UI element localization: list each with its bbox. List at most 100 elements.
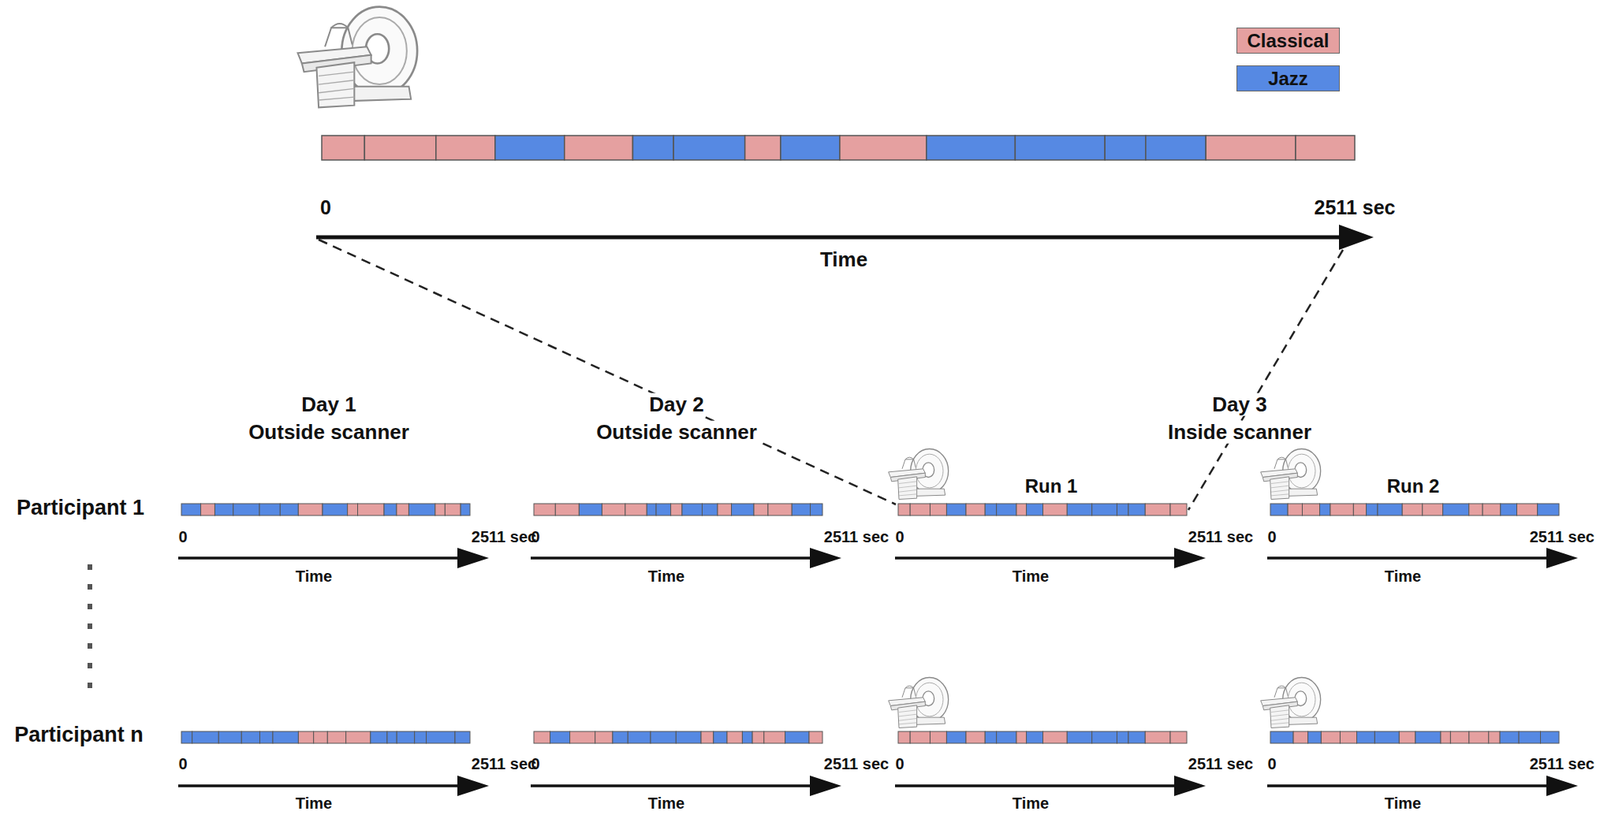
music-block <box>1374 731 1399 744</box>
music-block <box>946 731 966 744</box>
music-block <box>1377 503 1403 516</box>
music-block <box>1270 503 1288 516</box>
music-block <box>533 731 551 744</box>
music-block <box>298 731 314 744</box>
music-block <box>671 503 683 516</box>
text-label: 0 <box>530 755 540 773</box>
arrow-head <box>1338 224 1374 250</box>
music-block <box>550 731 571 744</box>
music-block <box>241 731 260 744</box>
music-block <box>1026 503 1044 516</box>
music-block <box>727 731 743 744</box>
zoom-line <box>318 239 896 505</box>
music-block <box>595 731 613 744</box>
music-block <box>731 503 754 516</box>
music-block <box>1144 731 1171 744</box>
text-label: 2511 sec <box>1188 755 1254 773</box>
music-block <box>1357 731 1376 744</box>
music-block <box>1092 731 1118 744</box>
music-block <box>713 731 728 744</box>
music-block <box>279 503 299 516</box>
music-block <box>1469 503 1483 516</box>
music-block <box>321 135 365 161</box>
music-block <box>1270 731 1294 744</box>
music-block <box>1301 503 1320 516</box>
music-block <box>768 503 792 516</box>
text-label: Outside scanner <box>593 421 761 444</box>
music-block <box>701 503 717 516</box>
music-block <box>753 503 769 516</box>
music-block <box>612 731 628 744</box>
text-label: 2511 sec <box>1529 528 1595 546</box>
music-block <box>809 731 823 744</box>
music-block <box>1469 731 1489 744</box>
music-block <box>1293 731 1309 744</box>
music-block <box>627 731 651 744</box>
text-label: Time <box>648 567 685 586</box>
music-block <box>347 503 359 516</box>
mri-icon <box>888 678 949 729</box>
music-block <box>364 135 437 161</box>
music-block <box>1339 731 1357 744</box>
text-label: 0 <box>1267 755 1276 773</box>
music-block <box>701 731 714 744</box>
music-block <box>1116 503 1128 516</box>
music-block <box>564 135 634 161</box>
text-label: 0 <box>1267 528 1276 546</box>
music-block <box>745 135 781 161</box>
legend-swatch: Jazz <box>1236 65 1340 92</box>
text-label: 2511 sec <box>1188 528 1254 546</box>
music-block <box>1295 135 1355 161</box>
music-block <box>1104 135 1146 161</box>
time-arrow <box>178 556 459 560</box>
time-arrow <box>316 235 1341 240</box>
arrow-head <box>1174 548 1206 569</box>
music-block <box>673 135 746 161</box>
music-block <box>181 503 202 516</box>
arrow-head <box>1174 775 1206 797</box>
music-block <box>965 731 985 744</box>
music-block <box>414 731 427 744</box>
music-block <box>926 135 1016 161</box>
music-block <box>1450 731 1469 744</box>
text-label: 0 <box>895 755 904 773</box>
text-label: Run 1 <box>1025 476 1078 497</box>
music-block <box>1016 731 1027 744</box>
music-block <box>1500 503 1518 516</box>
time-arrow <box>1267 556 1548 560</box>
music-block <box>387 731 397 744</box>
music-block <box>1205 135 1296 161</box>
text-label: Time <box>648 794 685 813</box>
music-block <box>675 731 702 744</box>
music-block <box>384 503 397 516</box>
music-block <box>646 503 657 516</box>
music-block <box>1170 503 1187 516</box>
text-label: 0 <box>178 755 187 773</box>
music-block <box>984 503 996 516</box>
text-label: Day 3 <box>1208 393 1270 417</box>
music-block <box>785 731 810 744</box>
music-block <box>752 731 765 744</box>
arrow-head <box>457 548 489 569</box>
text-label: Participant 1 <box>16 496 145 521</box>
mri-icon <box>298 7 418 109</box>
music-block <box>1353 503 1366 516</box>
music-block <box>358 503 385 516</box>
music-block <box>1537 503 1559 516</box>
music-block <box>298 503 323 516</box>
text-label: Inside scanner <box>1164 421 1315 444</box>
mri-icon <box>1260 678 1321 729</box>
music-block <box>259 503 280 516</box>
music-block <box>682 503 703 516</box>
music-block <box>1516 503 1537 516</box>
music-block <box>946 503 966 516</box>
music-block <box>192 731 220 744</box>
time-arrow <box>178 784 459 788</box>
music-block <box>764 731 786 744</box>
music-block <box>791 503 810 516</box>
text-label: Time <box>295 794 332 813</box>
music-block <box>996 503 1017 516</box>
text-label: Participant n <box>14 723 144 748</box>
text-label: 2511 sec <box>824 528 889 546</box>
